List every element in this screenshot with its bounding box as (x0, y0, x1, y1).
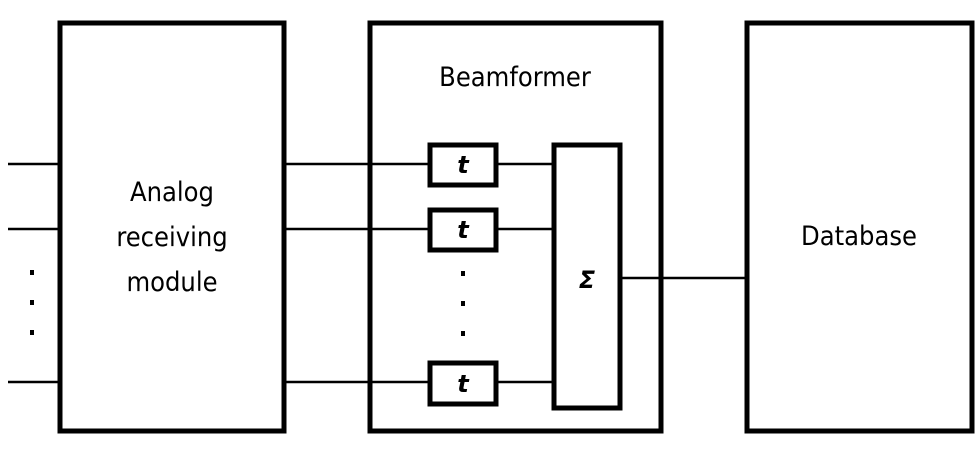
database-box (744, 20, 975, 434)
delay-symbol-1: t (457, 151, 470, 179)
delay-box-2 (427, 207, 499, 253)
delay-ellipsis (461, 271, 465, 336)
delay-symbol-n: t (457, 370, 470, 398)
analog-module-label-line-3: module (126, 267, 217, 298)
analog-module-label-line-2: receiving (116, 222, 227, 253)
analog-module-label-line-1: Analog (130, 177, 214, 208)
summation-box (551, 142, 623, 411)
summation-symbol: Σ (579, 266, 596, 294)
database-label: Database (801, 221, 917, 252)
input-ellipsis (30, 270, 34, 335)
beamformer-title: Beamformer (439, 62, 591, 93)
analog-receiving-module-box (57, 20, 287, 434)
delay-box-n (427, 360, 499, 407)
delay-symbol-2: t (457, 216, 470, 244)
